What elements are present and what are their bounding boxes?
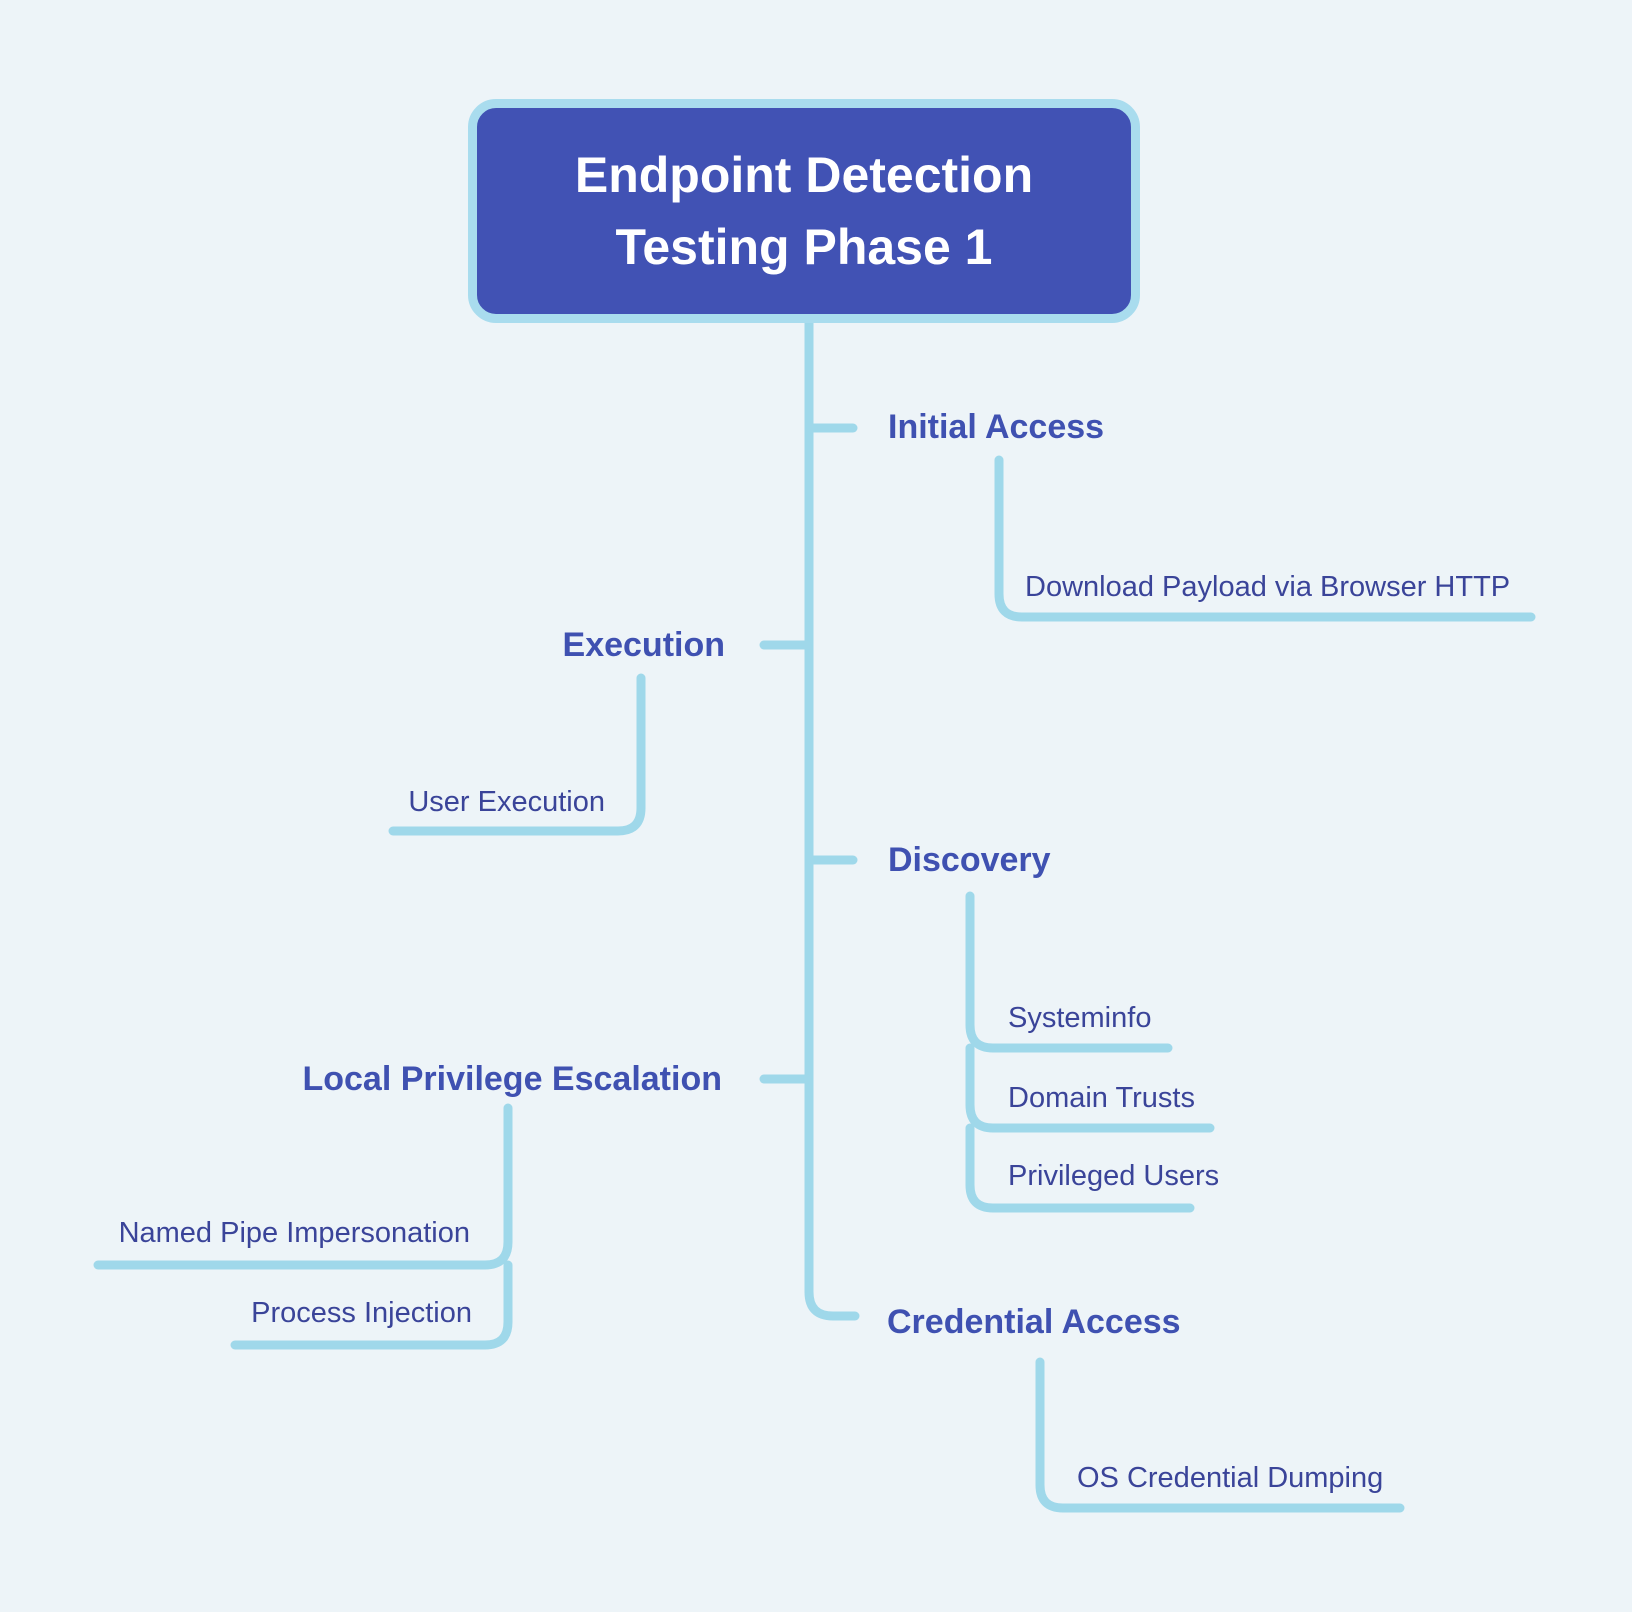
- leaf-connector-named-pipe-impersonation: [93, 1103, 513, 1270]
- root-title-line1: Endpoint Detection: [574, 147, 1034, 203]
- leaf-connector-systeminfo: [965, 891, 1173, 1053]
- trunk-line: [804, 309, 860, 1321]
- leaf-label-process-injection[interactable]: Process Injection: [251, 1297, 472, 1329]
- branch-label-credential-access[interactable]: Credential Access: [887, 1303, 1181, 1341]
- leaf-label-systeminfo[interactable]: Systeminfo: [1008, 1002, 1152, 1034]
- leaf-connector-download-payload: [994, 455, 1536, 622]
- branch-label-discovery[interactable]: Discovery: [888, 841, 1051, 879]
- leaf-label-named-pipe-impersonation[interactable]: Named Pipe Impersonation: [118, 1217, 470, 1249]
- leaf-connector-os-credential-dumping: [1035, 1357, 1405, 1513]
- leaf-connector-domain-trusts: [965, 1043, 1215, 1133]
- leaf-connector-process-injection: [230, 1260, 513, 1350]
- leaf-label-privileged-users[interactable]: Privileged Users: [1008, 1160, 1220, 1192]
- root-title-line2: Testing Phase 1: [615, 219, 993, 275]
- leaf-label-download-payload[interactable]: Download Payload via Browser HTTP: [1025, 571, 1511, 603]
- root-node[interactable]: Endpoint Detection Testing Phase 1: [468, 99, 1140, 323]
- branch-label-initial-access[interactable]: Initial Access: [888, 408, 1105, 446]
- leaf-label-domain-trusts[interactable]: Domain Trusts: [1008, 1082, 1195, 1114]
- leaf-connector-privileged-users: [965, 1123, 1195, 1213]
- leaf-connector-user-execution: [388, 673, 646, 836]
- branch-label-local-privilege-escalation[interactable]: Local Privilege Escalation: [302, 1060, 722, 1098]
- leaf-label-os-credential-dumping[interactable]: OS Credential Dumping: [1077, 1462, 1384, 1494]
- leaf-label-user-execution[interactable]: User Execution: [408, 786, 605, 818]
- branch-label-execution[interactable]: Execution: [562, 626, 725, 664]
